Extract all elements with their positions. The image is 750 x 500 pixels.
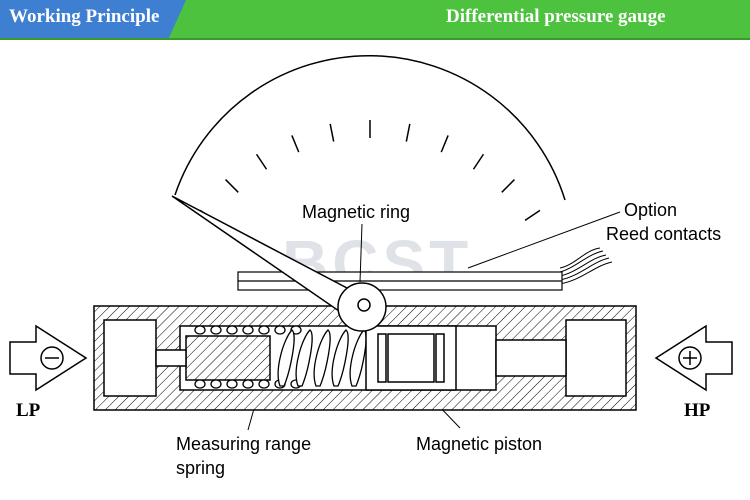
dial-tick <box>329 123 335 142</box>
dial-tick <box>501 179 515 193</box>
spring-coil <box>295 329 313 387</box>
measuring-range-label: Measuring range <box>176 434 311 454</box>
spring-coil <box>242 379 254 389</box>
dial-tick <box>405 123 411 142</box>
spring-coil <box>226 379 238 389</box>
header-right-title: Differential pressure gauge <box>446 6 666 27</box>
dial-tick <box>472 153 485 170</box>
header-left-title: Working Principle <box>9 6 160 27</box>
header-background <box>0 0 750 40</box>
reed-contacts-label: Reed contacts <box>606 224 721 244</box>
lp-arrow-icon <box>9 324 88 392</box>
lp-label: LP <box>16 400 41 421</box>
spring-coil <box>210 379 222 389</box>
spring-coil <box>242 325 254 335</box>
dial-scale <box>174 54 566 222</box>
spring-coil <box>331 329 349 387</box>
magnetic-piston-label: Magnetic piston <box>416 434 542 454</box>
option-label: Option <box>624 200 677 220</box>
magnetic-piston <box>365 325 457 391</box>
spring-label: spring <box>176 458 225 478</box>
spring-coil <box>194 379 206 389</box>
spring-coil <box>226 325 238 335</box>
reed-contact-wires <box>559 247 613 285</box>
hp-arrow-icon <box>654 324 733 392</box>
spring-coil <box>258 325 270 335</box>
spring-coil <box>277 329 295 387</box>
dial-tick <box>291 135 300 153</box>
hp-label: HP <box>684 400 711 421</box>
header-banner: Working Principle Differential pressure … <box>0 0 750 40</box>
gauge-pointer <box>171 195 387 332</box>
spring-coil <box>194 325 206 335</box>
spring-coil <box>274 325 286 335</box>
measuring-range-spring <box>194 325 367 389</box>
spring-coil <box>210 325 222 335</box>
dial-tick <box>225 179 239 193</box>
spring-coil <box>258 379 270 389</box>
spring-coil <box>313 329 331 387</box>
dial-tick <box>440 135 449 153</box>
dial-tick <box>255 153 268 170</box>
magnetic-ring-label: Magnetic ring <box>302 202 410 222</box>
dial-tick <box>524 209 541 222</box>
